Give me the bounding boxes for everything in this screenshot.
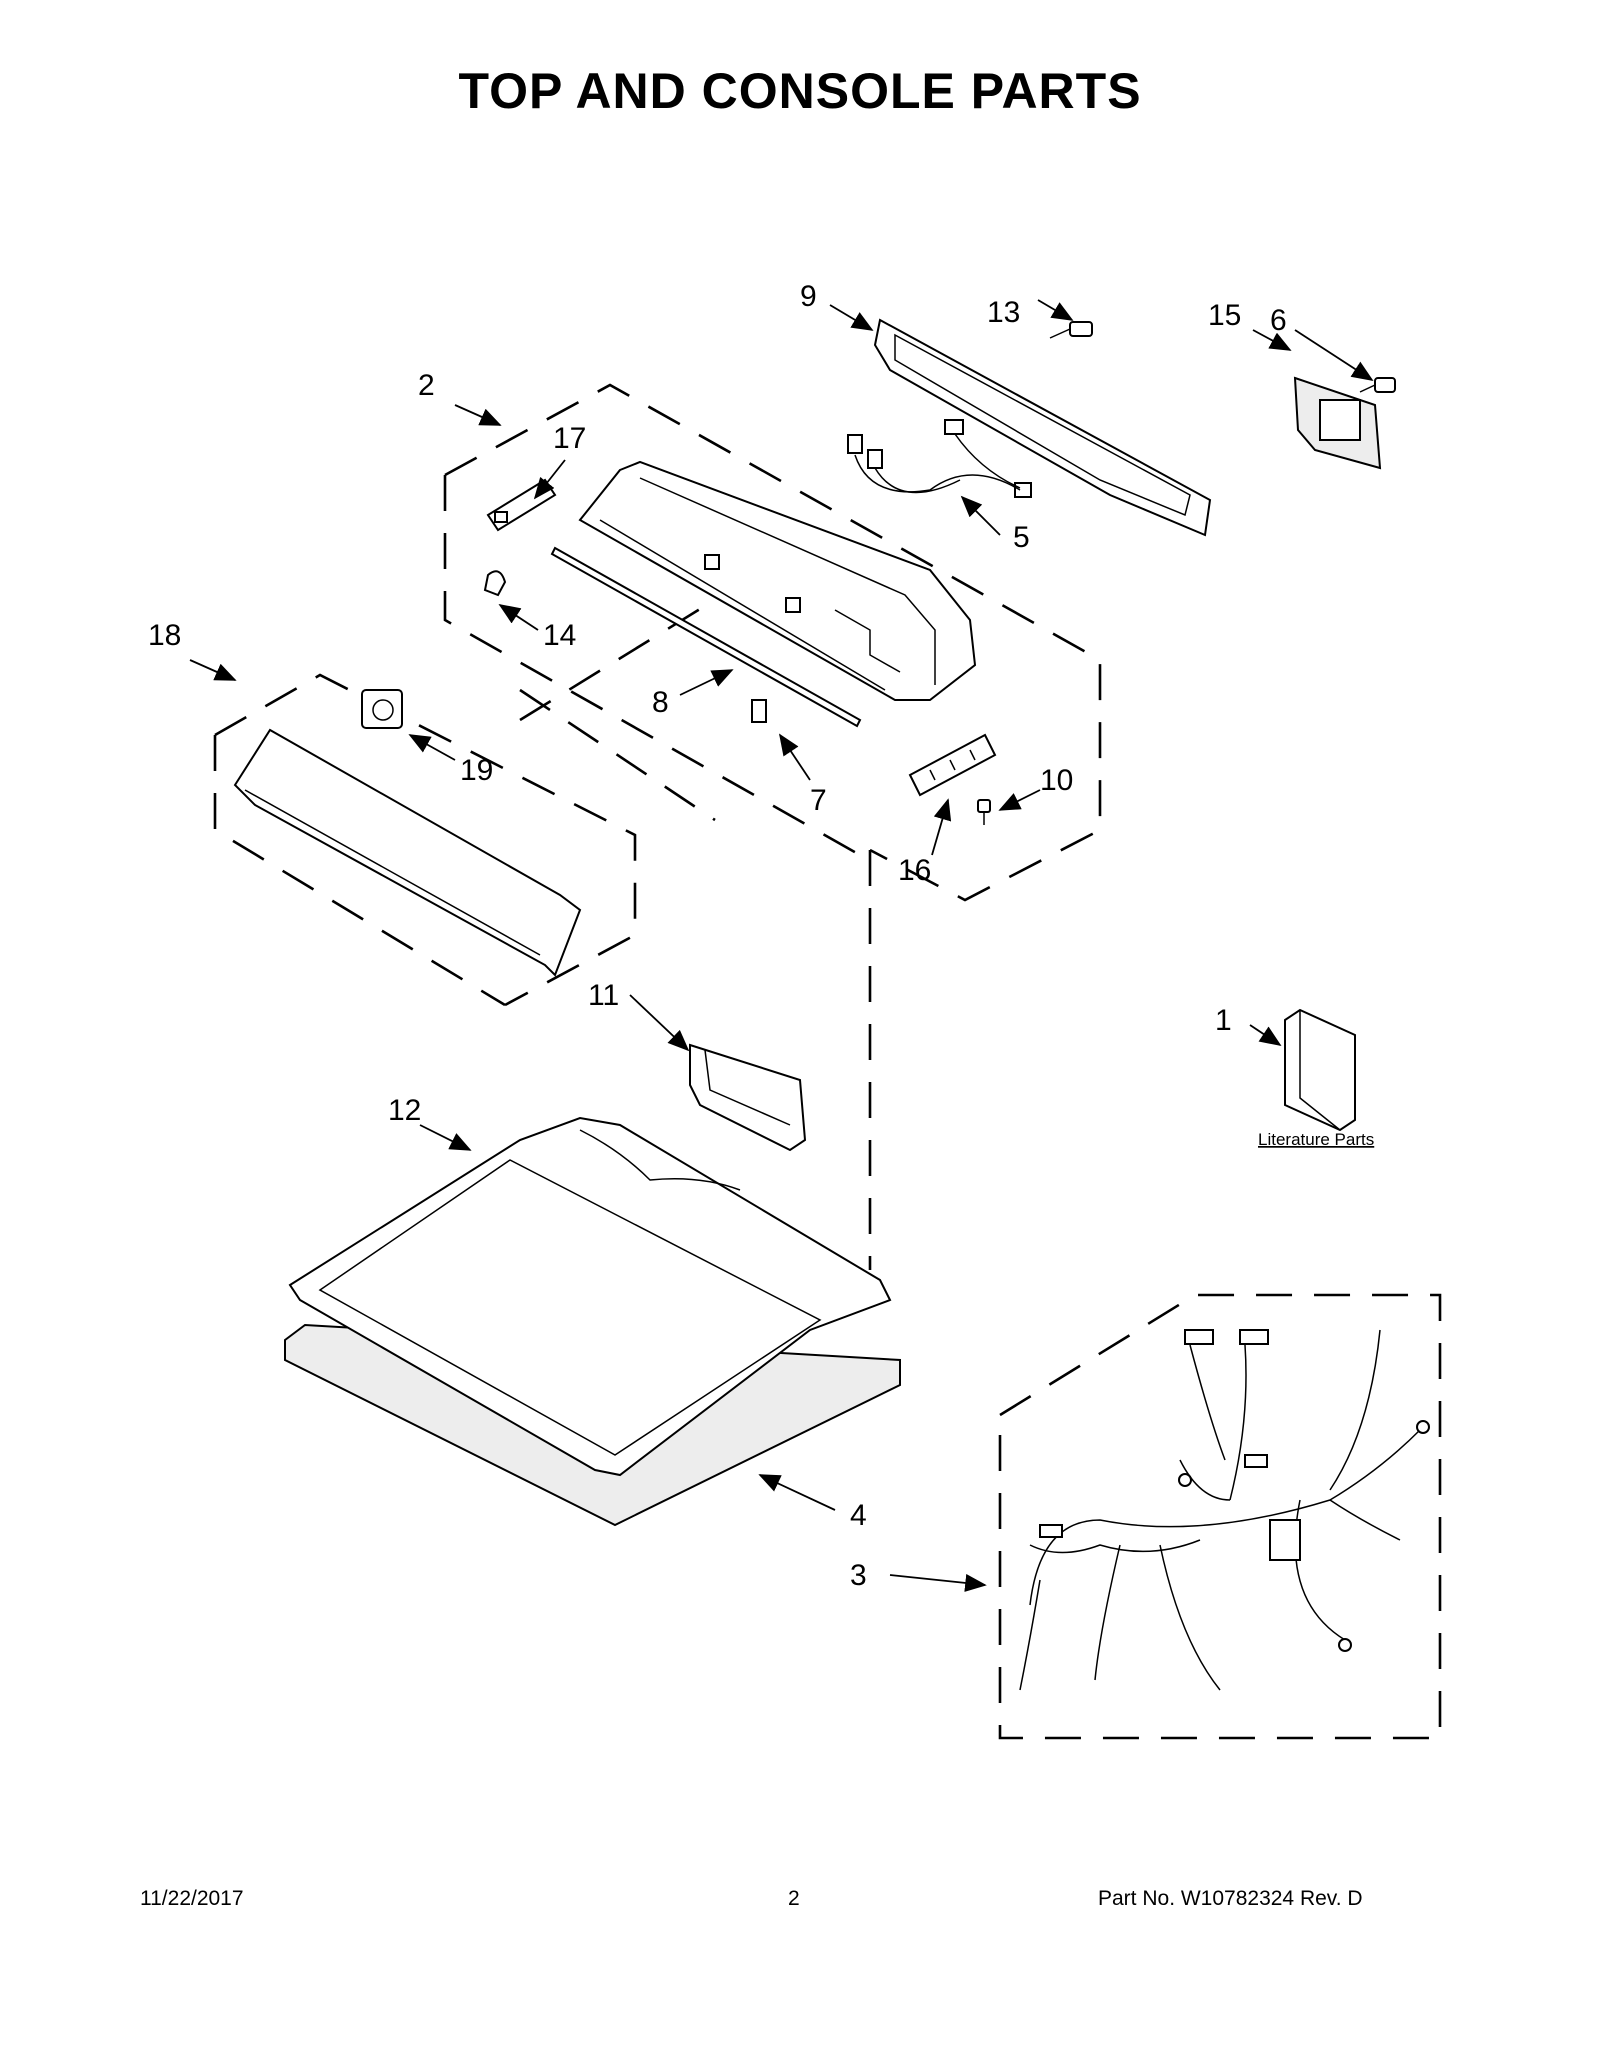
wire-harness-group-outline bbox=[998, 1293, 1442, 1740]
bracket-16-part bbox=[908, 733, 997, 797]
console-part bbox=[578, 460, 977, 701]
callout-14: 14 bbox=[543, 619, 576, 652]
control-11-part bbox=[689, 1043, 807, 1152]
callout-3: 3 bbox=[850, 1559, 867, 1592]
end-cap-group-outline bbox=[213, 673, 637, 1007]
console-trim-part bbox=[873, 318, 1212, 537]
callout-12: 12 bbox=[388, 1094, 421, 1127]
top-12-part bbox=[288, 1116, 892, 1477]
wire-harness-3-part bbox=[1019, 1329, 1430, 1691]
strip-8-part bbox=[550, 546, 862, 728]
callout-5: 5 bbox=[1013, 521, 1030, 554]
footer-part-number: Part No. W10782324 Rev. D bbox=[1098, 1887, 1363, 1910]
part-19 bbox=[361, 689, 403, 729]
literature-1-part bbox=[1284, 1008, 1356, 1132]
callout-4: 4 bbox=[850, 1499, 867, 1532]
callout-6: 6 bbox=[1270, 304, 1287, 337]
wire-5-part bbox=[847, 419, 1032, 498]
leader-lines bbox=[189, 299, 1374, 1592]
callout-15: 15 bbox=[1208, 299, 1241, 332]
footer-date: 11/22/2017 bbox=[140, 1887, 244, 1910]
footer-page-number: 2 bbox=[788, 1887, 800, 1910]
callout-7: 7 bbox=[810, 784, 827, 817]
callout-9: 9 bbox=[800, 280, 817, 313]
bracket-15-part bbox=[1293, 376, 1382, 470]
page-title: TOP AND CONSOLE PARTS bbox=[458, 63, 1142, 119]
callout-2: 2 bbox=[418, 369, 435, 402]
screw-6-part bbox=[1359, 377, 1396, 393]
clip-14-part bbox=[483, 570, 507, 597]
console-group-outline bbox=[443, 383, 1102, 1270]
bracket-17-part bbox=[486, 478, 557, 532]
callout-17: 17 bbox=[553, 422, 586, 455]
callout-18: 18 bbox=[148, 619, 181, 652]
callout-11: 11 bbox=[588, 979, 619, 1012]
screw-13-part bbox=[1049, 321, 1093, 339]
clip-7-part bbox=[751, 699, 767, 723]
callout-10: 10 bbox=[1040, 764, 1073, 797]
end-cap-18-part bbox=[233, 728, 582, 977]
literature-parts-label: Literature Parts bbox=[1258, 1130, 1374, 1149]
callout-19: 19 bbox=[460, 754, 493, 787]
callout-16: 16 bbox=[898, 854, 931, 887]
callout-labels: 9 13 6 15 5 2 17 14 8 7 10 16 18 19 11 1… bbox=[148, 280, 1374, 1592]
screw-10-part bbox=[977, 799, 991, 825]
callout-1: 1 bbox=[1215, 1004, 1232, 1037]
callout-13: 13 bbox=[987, 296, 1020, 329]
callout-8: 8 bbox=[652, 686, 669, 719]
